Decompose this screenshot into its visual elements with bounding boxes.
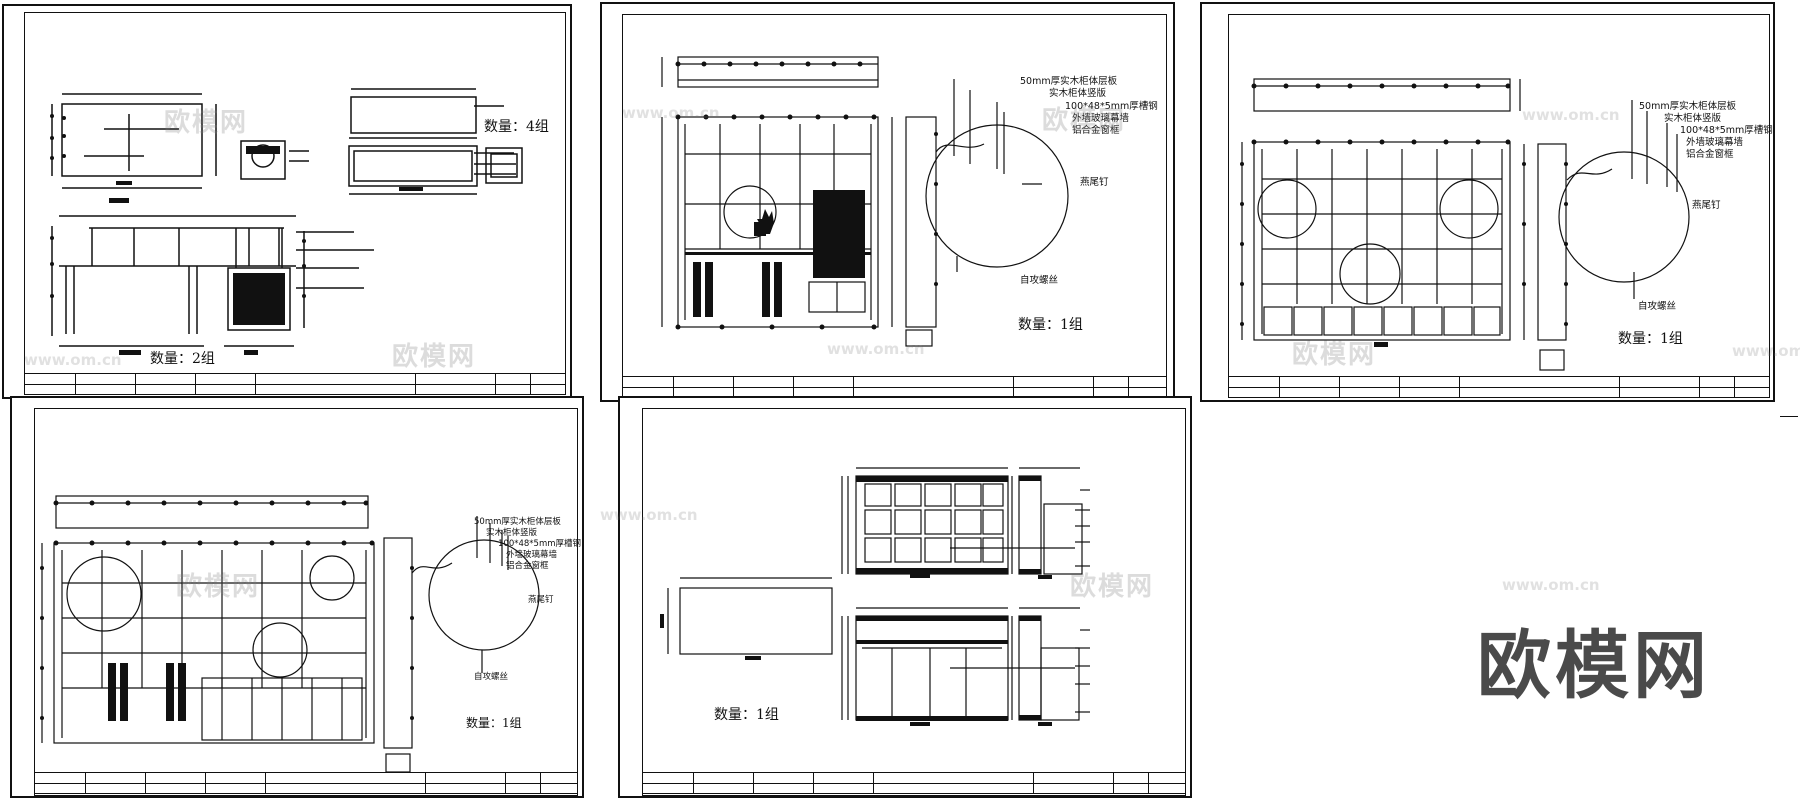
watermark: www.om.cn [1732, 342, 1800, 360]
watermark: www.om.cn [622, 104, 720, 122]
note-label: 外墙玻璃幕墙 [1686, 137, 1744, 148]
drawing-sheet-4: 50mm厚实木柜体层板 实木柜体竖版 100*48*5mm厚槽钢 外墙玻璃幕墙 … [10, 396, 584, 798]
note-label: 铝合金窗框 [1686, 149, 1734, 160]
note-label: 自攻螺丝 [474, 672, 509, 682]
quantity-label: 数量：1组 [1018, 317, 1083, 333]
drawing-sheet-3: 50mm厚实木柜体层板 实木柜体竖版 100*48*5mm厚槽钢 外墙玻璃幕墙 … [1200, 2, 1800, 402]
watermark: 欧模网 [176, 572, 261, 602]
quantity-label: 数量：2组 [150, 351, 215, 367]
title-block [642, 772, 1186, 794]
title-block [24, 373, 566, 395]
watermark: 欧模网 [1070, 572, 1155, 602]
title-block [34, 772, 578, 794]
drawing-sheet-1: 数量：4组 数量：2组 欧模网 欧模网 www.om.cn [2, 4, 572, 399]
note-label: 自攻螺丝 [1638, 301, 1677, 312]
note-label: 100*48*5mm厚槽钢 [1680, 125, 1773, 136]
note-label: 50mm厚实木柜体层板 [1020, 76, 1118, 87]
watermark: www.om.cn [600, 506, 698, 524]
watermark: 欧模网 [1042, 106, 1127, 136]
note-label: 100*48*5mm厚槽钢 [1065, 101, 1158, 112]
sheet-4-drawing [40, 495, 540, 773]
note-label: 燕尾钉 [1080, 177, 1109, 188]
note-label: 铝合金窗框 [1072, 125, 1120, 136]
quantity-label: 数量：1组 [1618, 331, 1683, 347]
drawing-sheet-5: 数量：1组 www.om.cn 欧模网 [600, 396, 1192, 798]
drawing-sheet-2: 50mm厚实木柜体层板 实木柜体竖版 100*48*5mm厚槽钢 外墙玻璃幕墙 … [600, 2, 1175, 402]
title-block [622, 376, 1167, 398]
note-label: 外墙玻璃幕墙 [506, 550, 558, 560]
sheet-border [642, 408, 1186, 796]
note-label: 自攻螺丝 [1020, 275, 1059, 286]
watermark: 欧模网 [164, 108, 249, 138]
watermark: www.om.cn [827, 340, 925, 358]
note-label: 实木柜体竖版 [486, 528, 538, 538]
note-label: 外墙玻璃幕墙 [1072, 113, 1130, 124]
note-label: 实木柜体竖版 [1664, 113, 1722, 124]
watermark: 欧模网 [392, 342, 477, 372]
note-label: 50mm厚实木柜体层板 [474, 517, 561, 527]
note-label: 实木柜体竖版 [1049, 88, 1107, 99]
watermark: www.om.cn [1502, 576, 1600, 594]
watermark: www.om.cn [24, 351, 122, 369]
watermark: 欧模网 [1292, 340, 1377, 370]
note-label: 100*48*5mm厚槽钢 [498, 539, 582, 549]
note-label: 燕尾钉 [1692, 200, 1721, 211]
sheet-1-drawing [50, 88, 523, 355]
sheet-3-drawing [1240, 78, 1690, 371]
sheet-2-drawing [661, 56, 1069, 347]
sheet-5-drawing [660, 467, 1090, 726]
title-block [1228, 376, 1770, 398]
quantity-label: 数量：1组 [466, 716, 522, 730]
note-label: 铝合金窗框 [506, 561, 549, 571]
site-brand-logo: 欧模网 [1477, 623, 1711, 709]
quantity-label: 数量：4组 [484, 119, 549, 135]
note-label: 50mm厚实木柜体层板 [1639, 101, 1737, 112]
watermark: www.om.cn [1522, 106, 1620, 124]
edge-mark [1780, 416, 1798, 417]
quantity-label: 数量：1组 [714, 707, 779, 723]
sheet-border [34, 408, 578, 796]
note-label: 燕尾钉 [528, 595, 554, 605]
